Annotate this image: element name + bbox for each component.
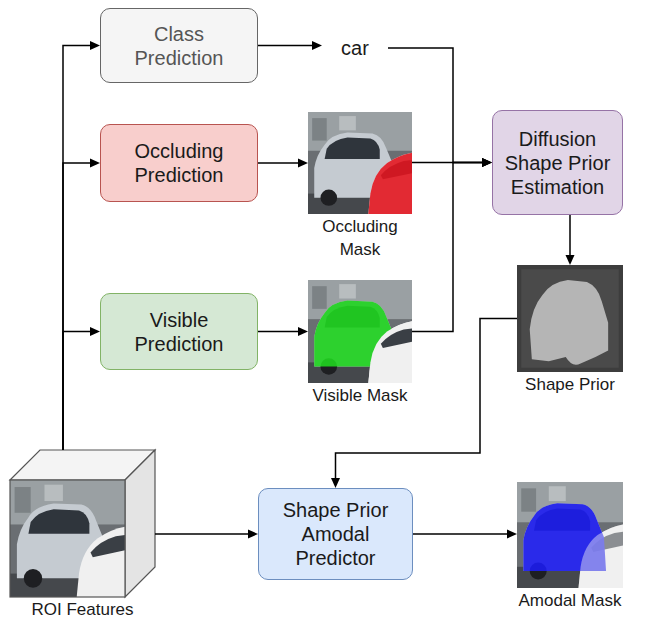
illustration-part [368, 321, 412, 383]
connector [63, 41, 100, 450]
connector [412, 158, 492, 332]
arrowhead [248, 530, 258, 539]
connector [258, 159, 308, 168]
connector-line [63, 163, 91, 450]
node-label: car [341, 36, 369, 60]
connector-line [155, 533, 249, 535]
connector-line [258, 162, 299, 164]
node-label: Class Prediction [107, 22, 251, 70]
amodal-mask-image [517, 482, 623, 588]
arrowhead [482, 158, 492, 167]
illustration-part [308, 280, 412, 383]
illustration-part [530, 280, 608, 365]
arrowhead [566, 255, 575, 265]
image-caption: Amodal Mask [500, 590, 640, 613]
shape-prior-image [517, 265, 623, 372]
connector-line [412, 163, 483, 332]
connector [258, 327, 308, 336]
illustration-part [517, 482, 623, 588]
arrowhead [482, 158, 492, 167]
class-label: car [322, 30, 388, 66]
connector-line [63, 332, 91, 451]
roi-feature-cube [10, 450, 155, 597]
arrowhead [298, 327, 308, 336]
mask-image: Occluding Mask [308, 112, 412, 214]
visible-mask-image [308, 280, 412, 383]
process-box: Occluding Prediction [100, 124, 258, 202]
connector-line [413, 533, 508, 535]
illustration-part [308, 112, 412, 214]
arrowhead [482, 158, 492, 167]
process-box: Visible Prediction [100, 293, 258, 370]
node-label: Shape Prior Amodal Predictor [265, 498, 406, 570]
connector [258, 41, 322, 50]
arrowhead [331, 478, 340, 488]
illustration-part [578, 524, 623, 588]
node-label: Visible Prediction [107, 308, 251, 356]
connector-line [258, 331, 299, 333]
occluding-mask-image [308, 112, 412, 214]
illustration-part [10, 480, 125, 597]
arrowhead [312, 41, 322, 50]
illustration-part [517, 265, 623, 372]
image-caption: Occluding Mask [308, 216, 412, 262]
connector [413, 530, 517, 539]
connector [155, 530, 258, 539]
illustration-part [521, 269, 619, 367]
illustration-part [368, 153, 412, 214]
node-label: Occluding Prediction [107, 139, 251, 187]
process-box: Shape Prior Amodal Predictor [258, 488, 413, 580]
process-box: Class Prediction [100, 8, 258, 83]
prior-image: Shape Prior [517, 265, 623, 372]
illustration-part [125, 450, 155, 597]
connector-line [569, 215, 571, 256]
feature-cube: ROI Features [10, 450, 155, 597]
node-label: Diffusion Shape Prior Estimation [499, 127, 616, 199]
connector-line [258, 45, 313, 47]
mask-image: Amodal Mask [517, 482, 623, 588]
illustration-part [381, 328, 412, 348]
connector [566, 215, 575, 265]
connector-line [388, 48, 483, 163]
arrowhead [90, 41, 100, 50]
image-caption: Shape Prior [500, 374, 640, 397]
connector [63, 327, 100, 450]
image-caption: ROI Features [3, 599, 163, 622]
arrowhead [90, 327, 100, 336]
arrowhead [507, 530, 517, 539]
process-box: Diffusion Shape Prior Estimation [492, 110, 623, 215]
connector-line [63, 46, 91, 451]
connector [388, 48, 492, 167]
image-caption: Visible Mask [308, 385, 412, 408]
illustration-part [10, 480, 125, 597]
arrowhead [298, 159, 308, 168]
connector [63, 159, 100, 451]
arrowhead [90, 159, 100, 168]
mask-image: Visible Mask [308, 280, 412, 383]
illustration-part [10, 480, 125, 597]
